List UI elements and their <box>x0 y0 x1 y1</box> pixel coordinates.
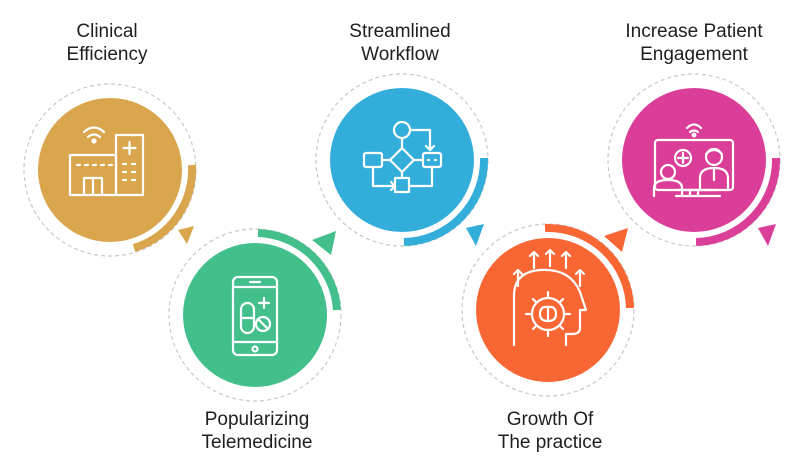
step-1-label-line1: Clinical <box>76 21 138 42</box>
step-4-label: Growth Of The practice <box>470 408 630 454</box>
step-4-arrowhead <box>604 228 628 252</box>
step-2-node <box>168 228 342 402</box>
brain-gear-icon <box>512 248 588 347</box>
step-1-arc-arrow <box>132 164 197 252</box>
step-3-label: Streamlined Workflow <box>315 20 485 66</box>
step-3-circle <box>330 88 474 232</box>
step-1-node <box>23 83 197 257</box>
step-5-label: Increase Patient Engagement <box>598 20 790 66</box>
step-3-arrowhead <box>466 224 484 246</box>
video-consult-icon <box>652 123 735 198</box>
step-4-node <box>461 223 635 397</box>
step-5-arc-arrow <box>695 157 781 246</box>
hospital-wifi-icon <box>68 126 145 197</box>
step-2-label-line2: Telemedicine <box>201 432 313 453</box>
step-2-arc-arrow <box>257 229 341 311</box>
step-3-label-line2: Workflow <box>361 44 439 65</box>
step-2-label-line1: Popularizing <box>204 409 310 430</box>
step-1-arrowhead <box>178 226 194 244</box>
step-5-node <box>607 73 781 247</box>
step-3-label-line1: Streamlined <box>349 21 451 42</box>
step-1-label-line2: Efficiency <box>66 44 148 65</box>
step-4-label-line1: Growth Of <box>506 409 594 430</box>
step-3-node <box>315 73 489 247</box>
flowchart-icon <box>362 120 443 194</box>
step-5-circle <box>622 88 766 232</box>
step-2-label: Popularizing Telemedicine <box>167 408 347 454</box>
step-2-dashed-ring <box>168 228 342 402</box>
step-5-label-line2: Engagement <box>640 44 748 65</box>
step-4-label-line2: The practice <box>497 432 603 453</box>
step-1-label: Clinical Efficiency <box>37 20 177 66</box>
step-3-arc-arrow <box>403 157 489 246</box>
step-4-arc-arrow <box>544 223 634 309</box>
mobile-pills-icon <box>231 275 279 357</box>
step-2-arrowhead <box>312 231 336 255</box>
step-1-circle <box>38 98 182 242</box>
step-5-label-line1: Increase Patient <box>625 21 763 42</box>
step-5-arrowhead <box>758 224 776 246</box>
step-4-dashed-ring <box>461 223 635 397</box>
